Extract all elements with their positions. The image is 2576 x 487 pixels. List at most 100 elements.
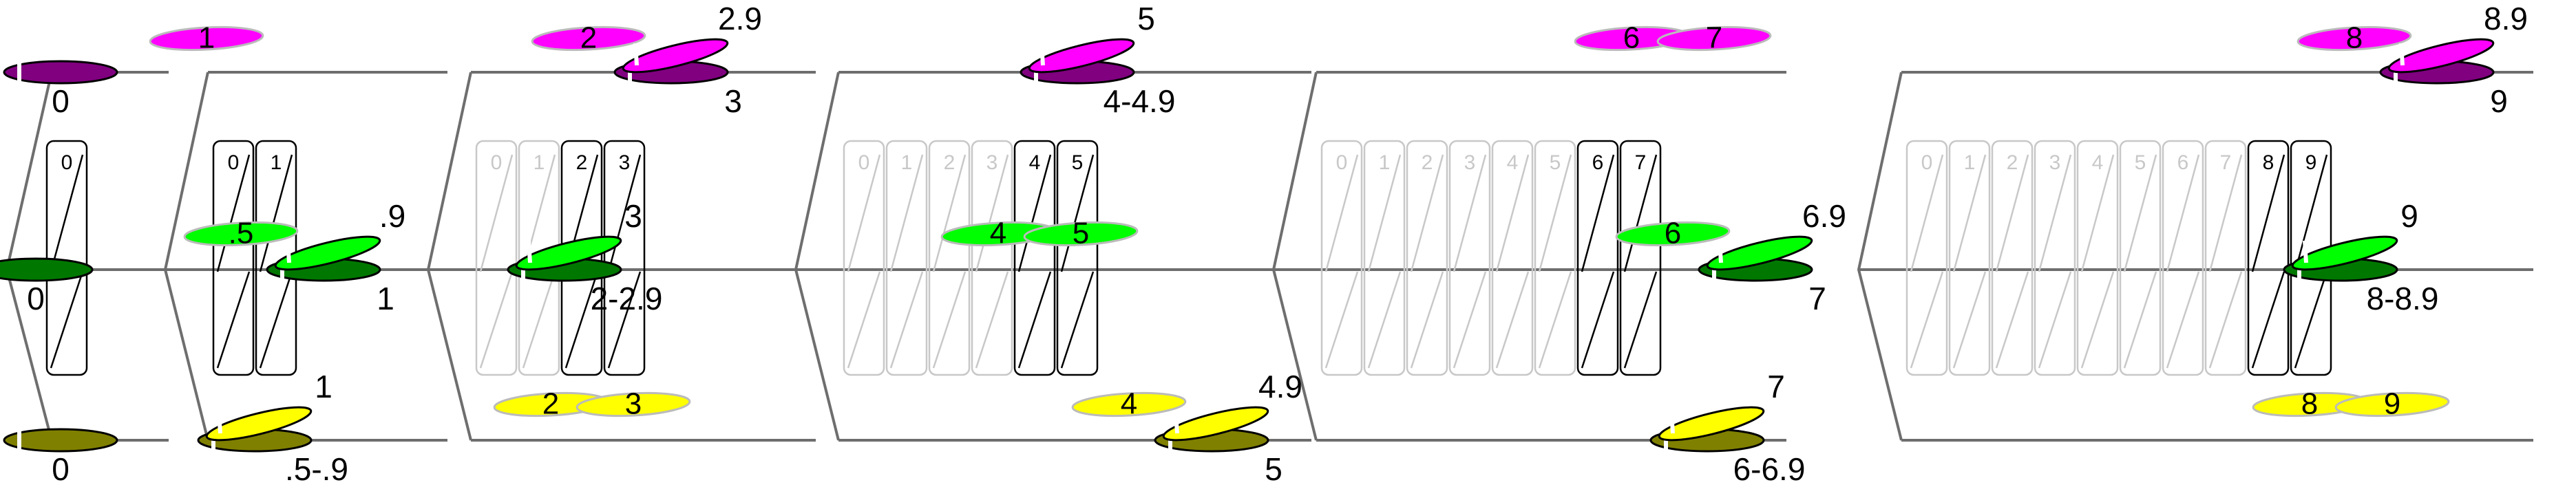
panel-3-slot-5-label: 5 <box>1072 151 1084 174</box>
panel-4-slot-1-frame <box>1363 140 1406 376</box>
panel-5-top-bright-petal <box>2387 38 2495 74</box>
panel-3-slot-2-frame <box>928 140 971 376</box>
panel-1-mid-bright-petal <box>274 235 381 271</box>
panel-2-slot-3-label: 3 <box>619 151 631 174</box>
panel-5-slot-6-label: 6 <box>2177 151 2189 174</box>
panel-5-mid-dark-label: 8-8.9 <box>2367 281 2439 316</box>
panel-4-mid-bright-label: 6.9 <box>1802 198 1846 234</box>
panel-5-slot-9-diagonal <box>2294 154 2328 369</box>
panel-2-top-dark-label: 3 <box>724 83 742 119</box>
panel-1-bot-bright-petal <box>205 406 313 442</box>
panel-5-mid-bright-label: 9 <box>2400 198 2418 234</box>
panel-5-slot-2-frame <box>1991 140 2034 376</box>
panel-5-slot-4-label: 4 <box>2092 151 2104 174</box>
panel-1-bot-bright-label: 1 <box>315 369 332 404</box>
panel-2-top-light-label-0: 2 <box>580 21 597 55</box>
panel-3-slot-1-label: 1 <box>901 151 913 174</box>
panel-2-funnel <box>426 72 472 441</box>
panel-5-slot-1-diagonal <box>1952 154 1987 369</box>
panel-4-slot-3-frame <box>1448 140 1491 376</box>
panel-4-slot-2-frame <box>1406 140 1448 376</box>
panel-0-top-dark-label: 0 <box>52 83 70 119</box>
panel-5-slot-8-frame <box>2247 140 2290 376</box>
panel-3-slot-2-label: 2 <box>944 151 956 174</box>
panel-4-slot-7-diagonal <box>1623 154 1658 369</box>
panel-0-bot-dark-petal <box>3 428 118 453</box>
panel-0-top-dark-petal <box>3 60 118 85</box>
panel-2-top-bright-label: 2.9 <box>718 1 762 36</box>
panel-5-slot-8-diagonal <box>2251 154 2285 369</box>
panel-1-mid-dark-label: 1 <box>377 281 394 316</box>
panel-1-mid-bright-label: .9 <box>379 198 405 234</box>
panel-1-mid-light-label-0: .5 <box>229 217 254 250</box>
panel-5-slot-5-diagonal <box>2123 154 2157 369</box>
panel-5-slot-0-label: 0 <box>1921 151 1933 174</box>
panel-2-top-bright-tick <box>633 43 639 66</box>
panel-1-slot-1-diagonal <box>259 154 293 369</box>
panel-4-slot-3-diagonal <box>1453 154 1487 369</box>
panel-4-slot-6-diagonal <box>1581 154 1615 369</box>
panel-2-slot-1-label: 1 <box>534 151 545 174</box>
panel-0-mid-dark-petal <box>0 257 94 282</box>
panel-4-mid-light-petal-0 <box>1615 221 1731 247</box>
panel-4-slot-0-label: 0 <box>1336 151 1348 174</box>
panel-3-slot-3-diagonal <box>975 154 1009 369</box>
panel-4-slot-2-label: 2 <box>1422 151 1433 174</box>
panel-3-slot-0-frame <box>843 140 885 376</box>
panel-3-slot-4-frame <box>1013 140 1056 376</box>
panel-4-slot-4-diagonal <box>1495 154 1530 369</box>
panel-4-slot-0-frame <box>1320 140 1363 376</box>
panel-5-slot-3-diagonal <box>2038 154 2072 369</box>
panel-5-slot-1-frame <box>1948 140 1991 376</box>
panel-3-slot-3-frame <box>971 140 1013 376</box>
panel-2-mid-bright-label: 3 <box>624 198 642 234</box>
panel-5-slot-0-diagonal <box>1910 154 1944 369</box>
panel-1-bot-dark-label: .5-.9 <box>285 451 348 487</box>
panel-5-top-bright-tick <box>2399 43 2405 66</box>
panel-3-bot-bright-label: 4.9 <box>1258 369 1302 404</box>
panel-5-top-light-label-0: 8 <box>2346 21 2363 55</box>
panel-5-top-bright-label: 8.9 <box>2484 1 2528 36</box>
panel-4-bot-bright-petal <box>1658 406 1765 442</box>
panel-4-slot-7-frame <box>1619 140 1662 376</box>
panel-3-bot-dark-label: 5 <box>1265 451 1282 487</box>
panel-0-slot-0-label: 0 <box>61 151 73 174</box>
panel-4-bot-dark-label: 6-6.9 <box>1733 451 1806 487</box>
panel-2-bot-light-label-1: 3 <box>625 387 642 421</box>
panel-5-funnel <box>1857 72 1903 441</box>
panel-5-slot-4-frame <box>2076 140 2119 376</box>
panel-4-mid-bright-petal <box>1706 235 1813 271</box>
panel-1-slot-0-frame <box>212 140 255 376</box>
panel-5-mid-bright-petal <box>2291 235 2398 271</box>
panel-4-slot-7-label: 7 <box>1635 151 1647 174</box>
panel-2-top-bright-petal <box>622 38 729 74</box>
panels-layer <box>0 25 2533 453</box>
panel-2-slot-0-label: 0 <box>491 151 503 174</box>
panel-2-slot-0-diagonal <box>479 154 514 369</box>
panel-5-mid-bright-tick <box>2303 240 2308 263</box>
panel-4-slot-5-label: 5 <box>1550 151 1561 174</box>
panel-5-slot-3-label: 3 <box>2049 151 2061 174</box>
panel-2-bot-light-petal-1 <box>576 391 691 418</box>
panel-2-mid-bright-petal <box>515 235 622 271</box>
panel-3-slot-1-frame <box>885 140 928 376</box>
panel-4-top-light-label-0: 6 <box>1623 21 1640 55</box>
panel-5-slot-7-label: 7 <box>2220 151 2232 174</box>
panel-1-slot-0-diagonal <box>216 154 251 369</box>
panel-3-slot-0-label: 0 <box>858 151 870 174</box>
panel-5-slot-9-label: 9 <box>2305 151 2317 174</box>
panel-3-slot-4-diagonal <box>1017 154 1052 369</box>
panel-2-slot-3-diagonal <box>607 154 642 369</box>
panel-2-bot-light-label-0: 2 <box>542 387 559 421</box>
panel-4-slot-6-frame <box>1576 140 1619 376</box>
panel-4-bot-bright-label: 7 <box>1767 369 1785 404</box>
panel-5-slot-0-frame <box>1905 140 1948 376</box>
panel-1-bot-bright-tick <box>217 411 222 434</box>
panel-3-slot-3-label: 3 <box>986 151 998 174</box>
panel-5-slot-1-label: 1 <box>1964 151 1976 174</box>
panel-3-slot-0-diagonal <box>847 154 881 369</box>
panel-4-slot-6-label: 6 <box>1592 151 1604 174</box>
panel-5-slot-4-diagonal <box>2080 154 2115 369</box>
panel-5-slot-3-frame <box>2034 140 2076 376</box>
